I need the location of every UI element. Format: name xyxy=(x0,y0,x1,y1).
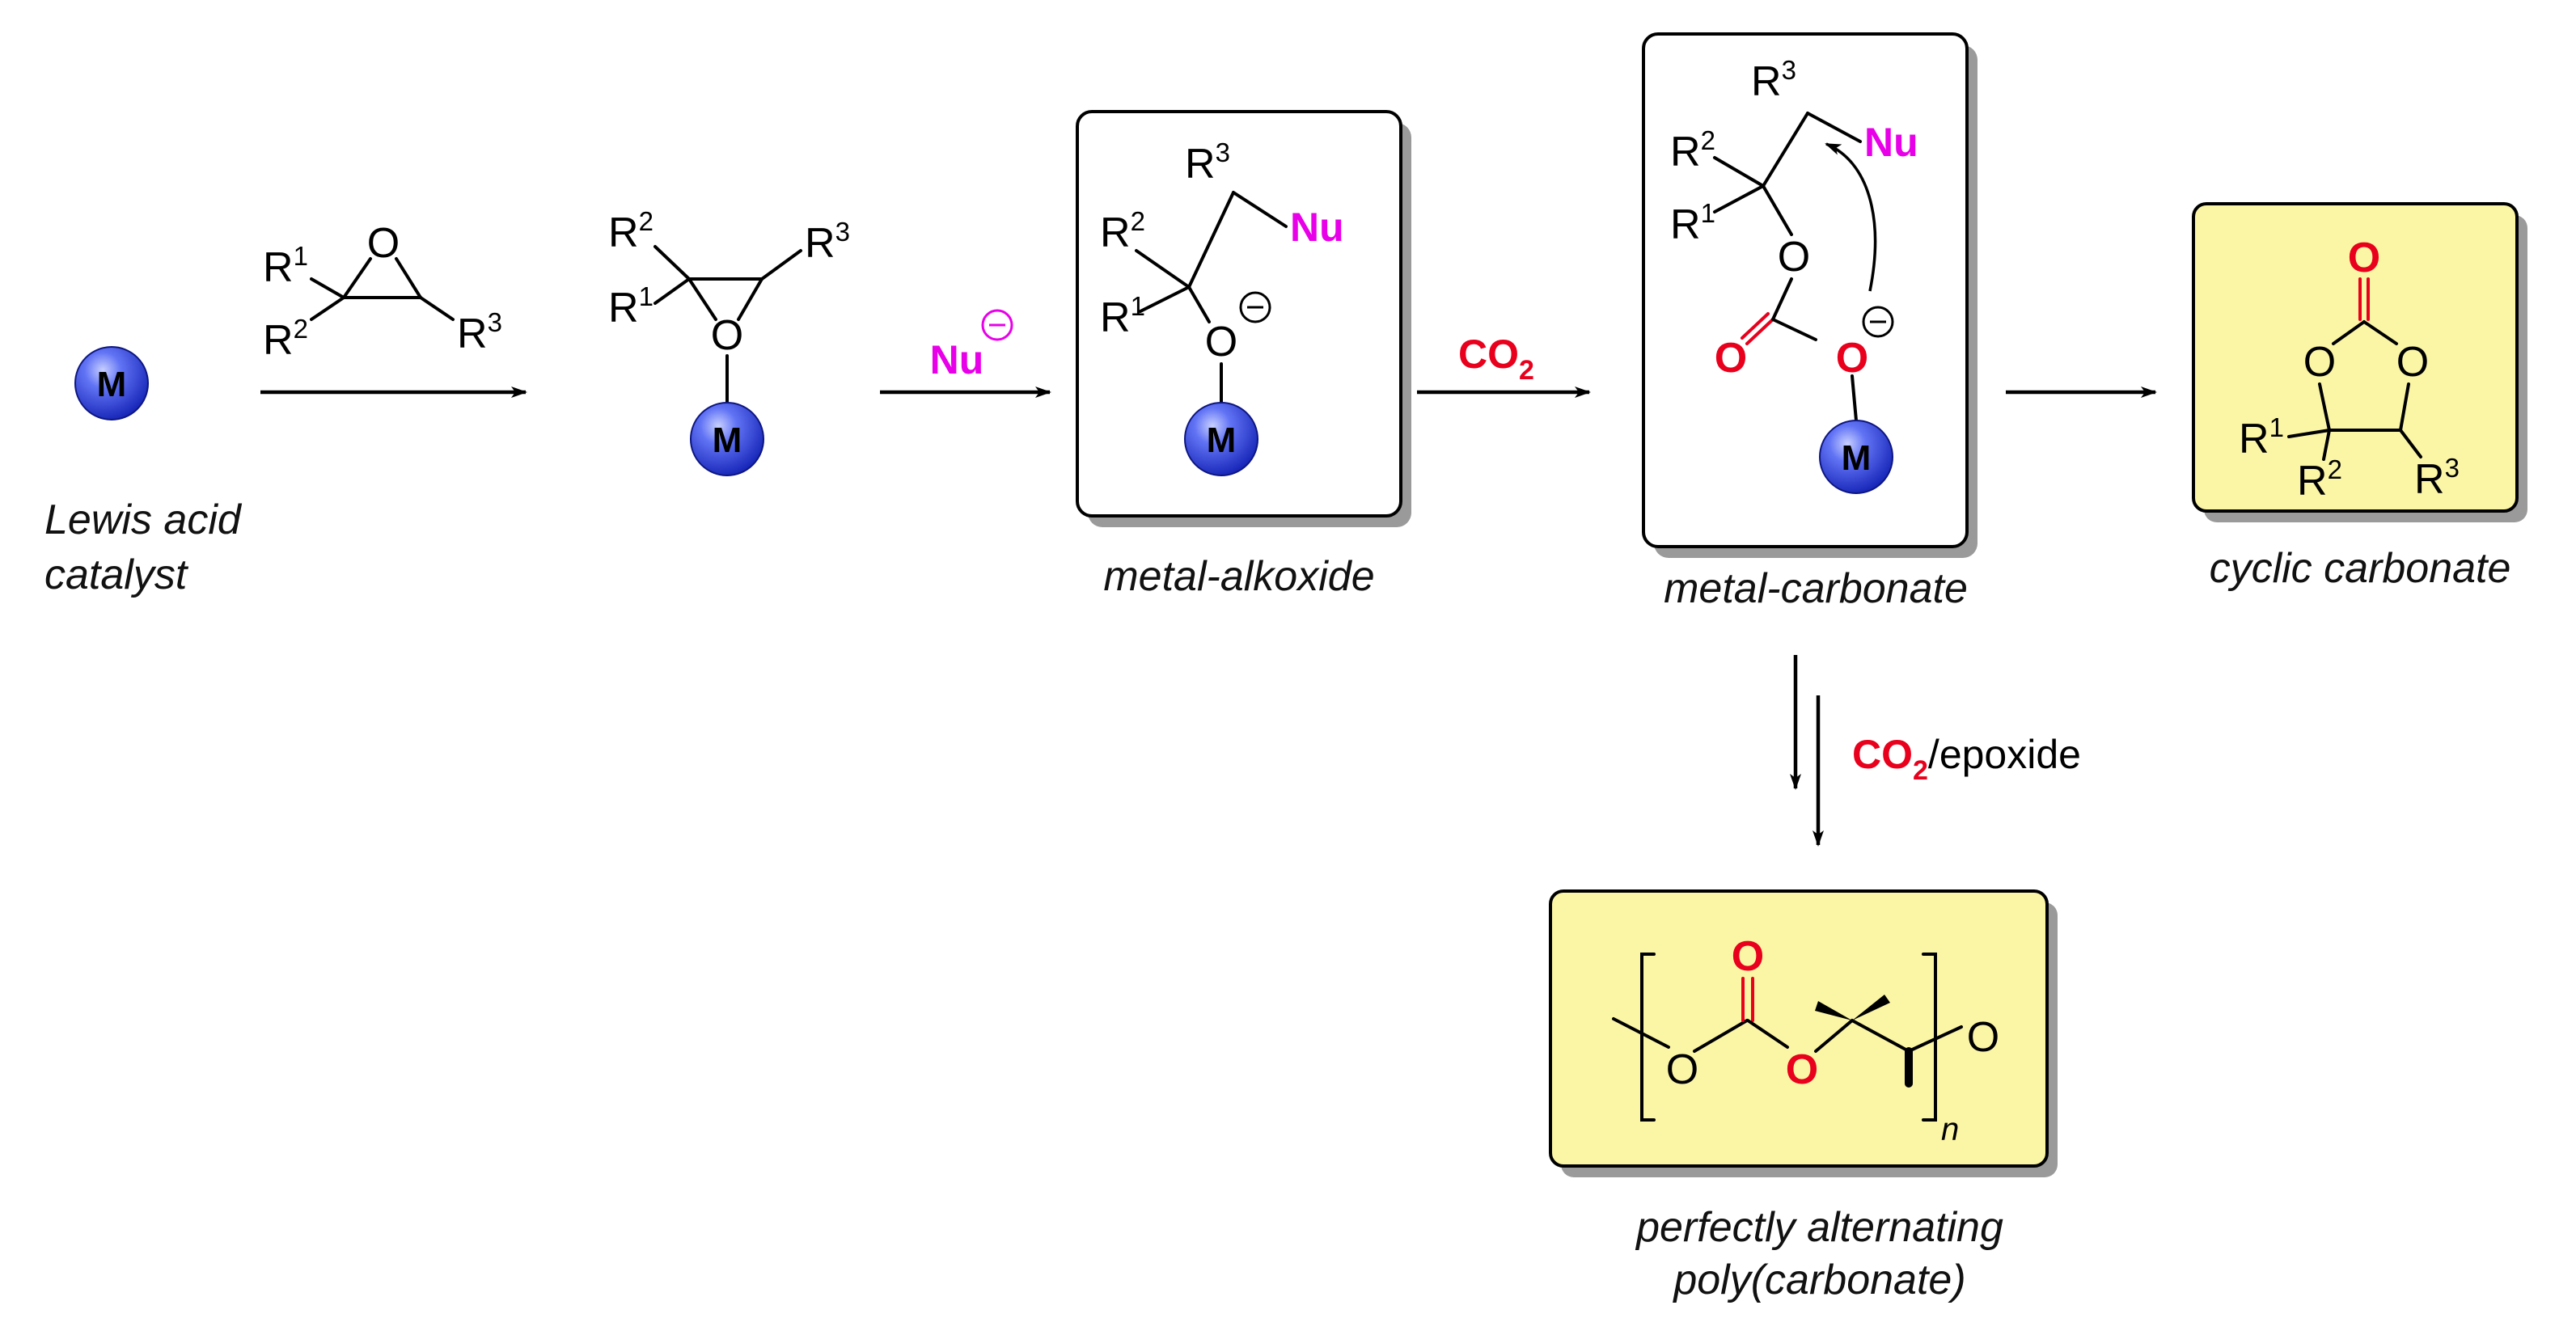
epoxide-r2: R2 xyxy=(263,314,308,364)
box-frame xyxy=(2192,202,2519,513)
alkoxide-r2: R2 xyxy=(1100,206,1145,256)
nucleophile-reagent: Nu xyxy=(930,309,1013,382)
carbonate-carbonyl-oxygen: O xyxy=(1715,335,1747,382)
copolymerization-reagent: CO2/epoxide xyxy=(1852,732,2081,786)
backbiting-curved-arrow xyxy=(1825,142,1877,292)
cyclic-r2: R2 xyxy=(2297,454,2342,505)
poly-repeat-n: n xyxy=(1941,1112,1959,1147)
epoxide-r1: R1 xyxy=(263,241,308,291)
right-bracket xyxy=(1922,953,1937,1122)
carbonate-r1: R1 xyxy=(1670,198,1715,248)
metal-sphere xyxy=(1819,420,1893,494)
carbonate-r3: R3 xyxy=(1751,55,1796,105)
metal-alkoxide-box: R3 R2 R1 Nu O M xyxy=(1076,110,1411,527)
metal-sphere xyxy=(690,402,764,476)
alkoxide-r3: R3 xyxy=(1185,137,1230,188)
polycarbonate-box: O O O O n xyxy=(1549,889,2058,1177)
cyclic-ring-oxygen-left: O xyxy=(2303,339,2336,386)
cyclic-caption: cyclic carbonate xyxy=(2210,545,2511,592)
metal-sphere xyxy=(1184,402,1258,476)
metal-label: M xyxy=(1207,420,1237,460)
coordinated-oxygen: O xyxy=(711,312,743,359)
poly-wedge-methyl xyxy=(1852,995,1890,1020)
cyclic-r1: R1 xyxy=(2239,412,2284,463)
poly-wedge-bond xyxy=(1815,1001,1852,1020)
metal-label: M xyxy=(97,365,127,404)
carbonate-caption: metal-carbonate xyxy=(1664,565,1968,612)
poly-end-oxygen: O xyxy=(1967,1014,1999,1061)
cyclic-carbonate-box: O O O R1 R2 R3 xyxy=(2192,202,2527,522)
carbonate-nu: Nu xyxy=(1864,120,1918,165)
lewis-caption-line1: Lewis acid xyxy=(44,496,243,543)
carbonate-ester-oxygen: O xyxy=(1778,234,1810,281)
carbonate-charge xyxy=(1862,306,1894,338)
poly-caption-line2: poly(carbonate) xyxy=(1672,1257,1965,1303)
coordinated-epoxide: O R2 R1 R3 M xyxy=(608,206,850,476)
alkoxide-oxygen: O xyxy=(1205,319,1237,365)
lewis-caption-line2: catalyst xyxy=(44,551,189,598)
alkoxide-caption: metal-alkoxide xyxy=(1103,553,1374,600)
lewis-acid-catalyst: M Lewis acid catalyst xyxy=(44,346,243,598)
coordinated-r1: R1 xyxy=(608,281,654,332)
poly-ester-oxygen: O xyxy=(1786,1046,1818,1093)
cyclic-carbonyl-oxygen: O xyxy=(2348,234,2380,281)
box-frame xyxy=(1642,32,1969,548)
metal-label: M xyxy=(1842,438,1872,478)
epoxide-oxygen: O xyxy=(367,220,400,267)
cyclic-ring-oxygen-right: O xyxy=(2396,339,2429,386)
box-frame xyxy=(1549,889,2049,1168)
metal-label: M xyxy=(713,420,742,460)
epoxide-r3: R3 xyxy=(457,307,502,357)
metal-sphere xyxy=(74,346,149,420)
alkoxide-nu: Nu xyxy=(1290,205,1344,250)
box-frame xyxy=(1076,110,1402,518)
metal-carbonate-box: O O O R3 R2 R1 Nu M xyxy=(1642,32,1977,558)
left-bracket xyxy=(1640,953,1656,1122)
nu-label: Nu xyxy=(930,337,984,382)
alkoxide-r1: R1 xyxy=(1100,291,1145,341)
poly-caption-line1: perfectly alternating xyxy=(1635,1204,2003,1251)
coordinated-r2: R2 xyxy=(608,206,654,256)
poly-carbonyl-oxygen: O xyxy=(1732,933,1764,980)
cyclic-r3: R3 xyxy=(2414,453,2460,503)
co2-label: CO2 xyxy=(1458,332,1534,386)
poly-oxygen-1: O xyxy=(1666,1046,1698,1093)
coordinated-r3: R3 xyxy=(805,217,850,267)
carbonate-r2: R2 xyxy=(1670,125,1715,175)
nu-charge-circle xyxy=(981,309,1013,341)
alkoxide-charge xyxy=(1239,291,1271,323)
epoxide-reagent: O R1 R2 R3 xyxy=(263,220,502,364)
carbonate-anion-oxygen: O xyxy=(1836,335,1868,382)
